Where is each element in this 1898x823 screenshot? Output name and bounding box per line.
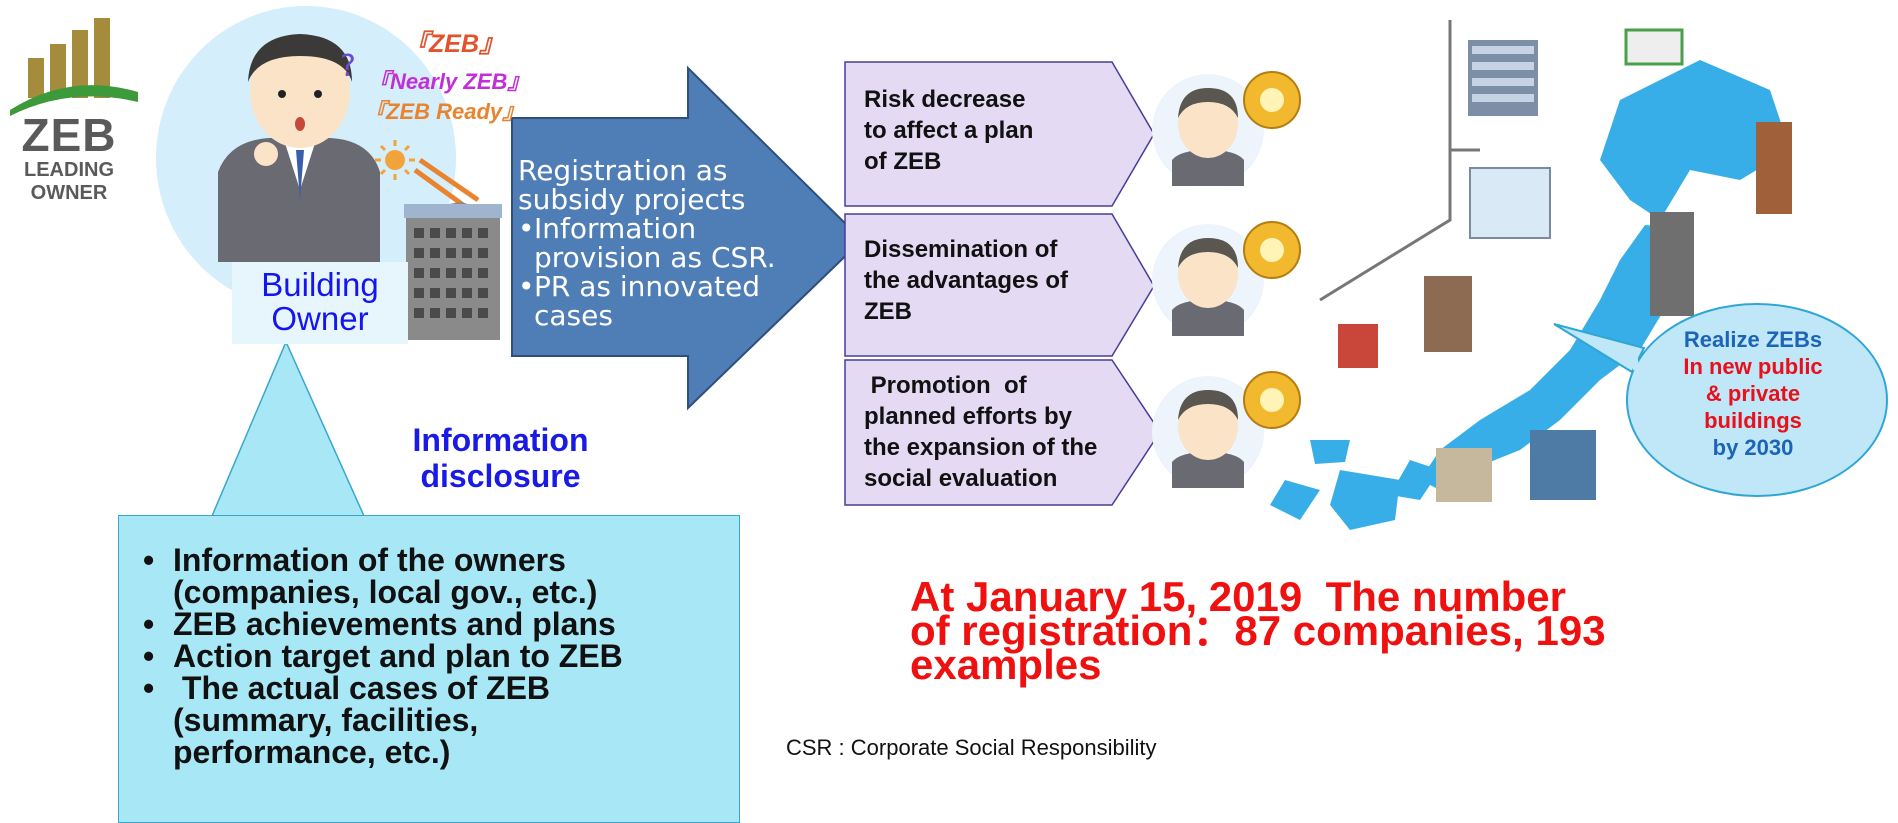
benefit-text-2: Dissemination of the advantages of ZEB (864, 234, 1068, 327)
map-divider-lines (1319, 20, 1480, 302)
benefit-text-3: Promotion of planned efforts by the expa… (864, 370, 1097, 494)
list-item-text: ZEB achievements and plans (173, 606, 616, 642)
building-owner-person-icon: ? (218, 34, 380, 262)
bubble-line: buildings (1704, 408, 1802, 433)
registration-line: examples (910, 641, 1102, 688)
benefit-line: ZEB (864, 298, 912, 325)
benefit-line: Risk decrease (864, 86, 1026, 113)
japan-map-icon (1270, 60, 1790, 530)
bubble-line: Realize ZEBs (1683, 327, 1823, 352)
bubble-line: by 2030 (1712, 435, 1794, 460)
benefit-shape-1 (844, 61, 1155, 207)
arrow-bullet-1a: Information (518, 214, 776, 243)
list-item-text: Action target and plan to ZEB (173, 638, 623, 674)
building-icon-set (1338, 28, 1792, 502)
arrow-bullet-2b: cases (534, 299, 613, 332)
arrow-line-2: subsidy projects (518, 183, 746, 216)
logo-zeb-text: ZEB (21, 109, 117, 161)
disclosure-items-box: Information of the owners (companies, lo… (118, 515, 740, 823)
arrow-bullet-2a: PR as innovated (518, 272, 776, 301)
info-disclosure-line2: disclosure (420, 458, 581, 494)
zeb-label: 『ZEB』 (404, 30, 505, 58)
svg-text:?: ? (340, 49, 356, 84)
list-item: The actual cases of ZEB (summary, facili… (135, 672, 739, 768)
list-item: Information of the owners (companies, lo… (135, 544, 739, 608)
list-item-text: (companies, local gov., etc.) (173, 574, 598, 610)
goal-speech-bubble (1553, 303, 1888, 497)
registration-line: of registration：87 companies, 193 (910, 607, 1606, 654)
zeb-logo-icon (10, 18, 138, 116)
zeb-ready-label: 『ZEB Ready』 (364, 99, 525, 124)
goal-bubble-text: Realize ZEBs In new public & private bui… (1633, 326, 1873, 461)
building-owner-label: Building Owner (232, 262, 408, 344)
logo-owner-text: OWNER (30, 182, 108, 204)
benefit-line: to affect a plan (864, 117, 1034, 144)
benefit-line: of ZEB (864, 148, 942, 175)
benefit-text-1: Risk decrease to affect a plan of ZEB (864, 84, 1033, 177)
registration-arrow-text: Registration as subsidy projects Informa… (518, 156, 776, 330)
registration-line: At January 15, 2019 The number (910, 573, 1566, 620)
list-item-text: (summary, facilities, (173, 702, 479, 738)
list-item: Action target and plan to ZEB (135, 640, 739, 672)
list-item-text: The actual cases of ZEB (173, 670, 551, 706)
benefit-line: planned efforts by (864, 403, 1073, 430)
arrow-line-1: Registration as (518, 154, 728, 187)
bubble-line: In new public (1683, 354, 1823, 379)
benefit-line: the advantages of (864, 267, 1069, 294)
benefit-line: the expansion of the (864, 434, 1098, 461)
logo-leading-text: LEADING (24, 159, 114, 181)
bubble-line: & private (1705, 381, 1801, 406)
benefit-shape-2 (844, 213, 1155, 357)
benefit-line: Promotion of (864, 372, 1027, 399)
office-building-icon (404, 202, 502, 340)
benefit-shape-3 (844, 359, 1161, 506)
benefit-line: Dissemination of (864, 236, 1058, 263)
csr-footnote: CSR : Corporate Social Responsibility (786, 735, 1157, 760)
list-item: ZEB achievements and plans (135, 608, 739, 640)
nearly-zeb-label: 『Nearly ZEB』 (368, 69, 530, 94)
list-item-text: performance, etc.) (173, 734, 451, 770)
person-bulb-icon-2 (1152, 221, 1301, 336)
person-bulb-icon-1 (1152, 71, 1301, 186)
disclosure-list: Information of the owners (companies, lo… (135, 544, 739, 768)
list-item-text: Information of the owners (173, 542, 566, 578)
owner-label-line2: Owner (271, 300, 369, 337)
benefit-line: social evaluation (864, 465, 1058, 492)
callout-pointer (211, 340, 365, 517)
registration-count-statement: At January 15, 2019 The number of regist… (910, 573, 1606, 688)
information-disclosure-heading: Information disclosure (388, 422, 613, 494)
info-disclosure-line1: Information (412, 422, 589, 458)
arrow-bullet-1b: provision as CSR. (534, 241, 776, 274)
owner-label-line1: Building (261, 266, 379, 303)
person-bulb-icon-3 (1152, 371, 1301, 488)
